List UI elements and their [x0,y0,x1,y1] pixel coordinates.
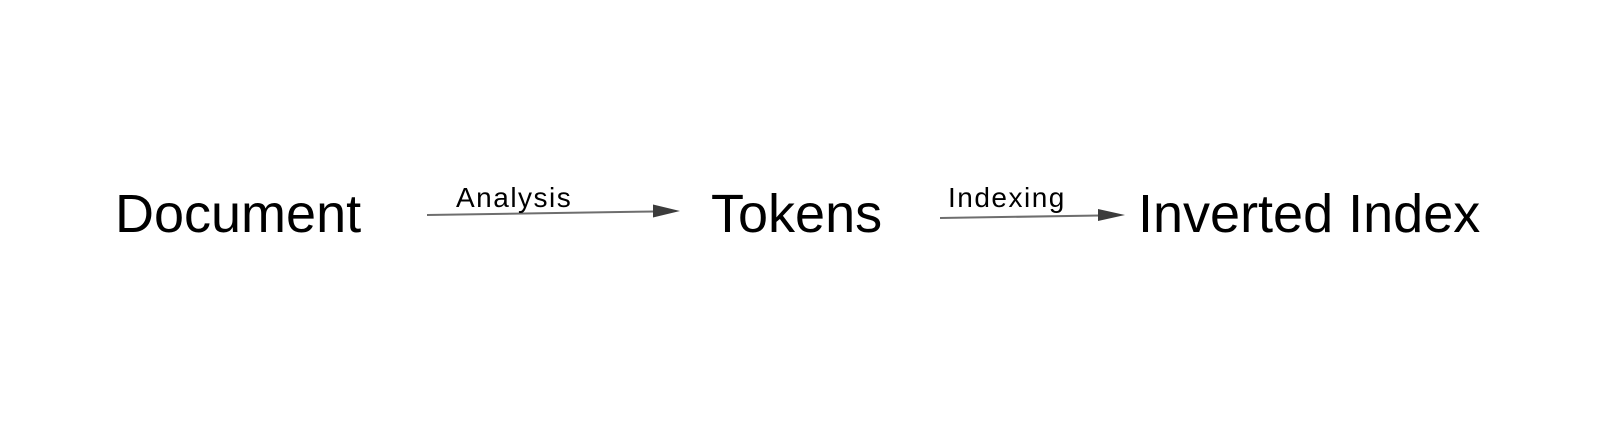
node-document: Document [115,184,362,244]
connector-indexing: Indexing [939,182,1125,222]
arrow-shaft [426,210,656,216]
connector-analysis: Analysis [426,182,680,222]
node-tokens: Tokens [711,184,883,244]
arrow-shaft [939,214,1101,219]
arrow-right-icon [939,209,1125,221]
arrow-right-icon [426,204,680,218]
arrowhead-icon [1098,209,1125,221]
connector-label-analysis: Analysis [456,182,573,213]
connector-label-indexing: Indexing [948,182,1066,213]
arrowhead-icon [653,204,680,218]
node-inverted-index: Inverted Index [1138,184,1481,244]
